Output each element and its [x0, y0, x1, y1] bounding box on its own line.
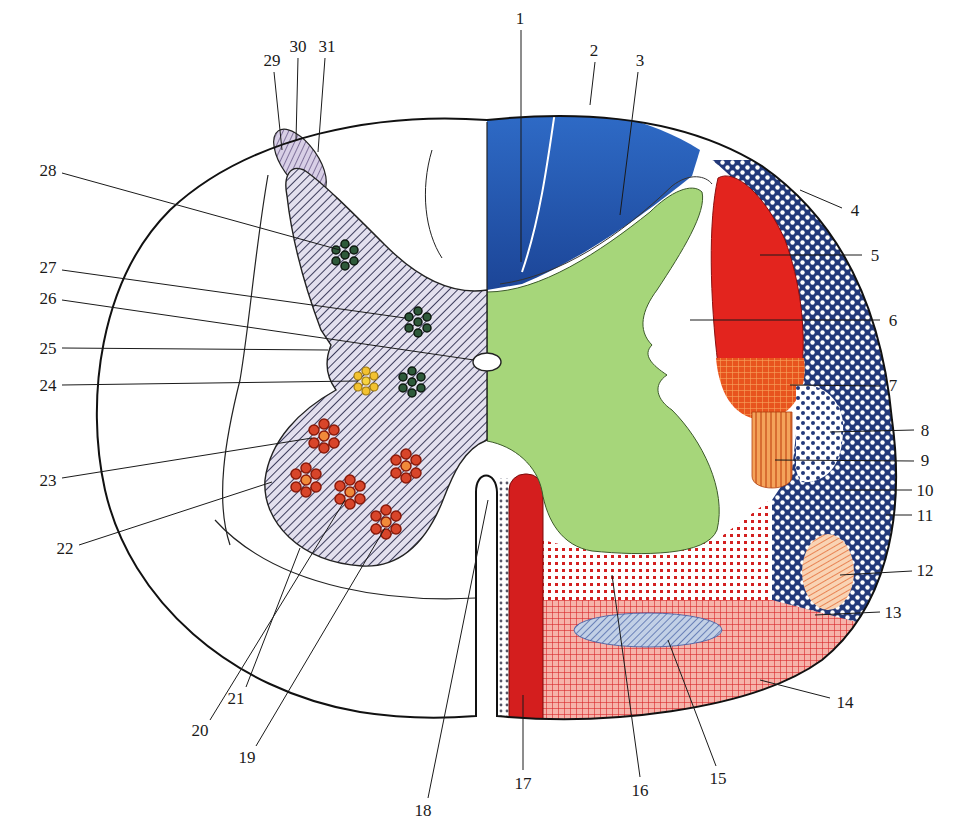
callout-number: 9: [919, 451, 932, 470]
column-divider: [522, 104, 556, 272]
callout-number: 23: [38, 471, 59, 490]
nucleus-cluster: [391, 449, 421, 483]
nucleus-cluster: [291, 463, 321, 497]
leader-line: [760, 680, 830, 698]
leader-line: [296, 58, 298, 140]
callout-number: 30: [288, 37, 309, 56]
leader-line: [246, 548, 300, 687]
leader-line: [79, 482, 272, 545]
callout-number: 6: [887, 311, 900, 330]
leader-line: [815, 612, 880, 615]
callout-number: 19: [237, 748, 258, 767]
leader-line: [62, 348, 328, 350]
callout-number: 16: [630, 781, 651, 800]
callout-number: 18: [413, 801, 434, 820]
nucleus-cluster: [309, 419, 339, 453]
callout-number: 27: [38, 258, 59, 277]
callout-number: 22: [55, 539, 76, 558]
intermediate-septum: [425, 150, 442, 258]
leader-line: [800, 190, 842, 208]
spinal-cord-border: [97, 116, 896, 719]
nucleus-cluster: [332, 240, 358, 270]
leader-line: [790, 385, 880, 386]
dotted-strip: [497, 478, 509, 728]
leader-line: [210, 500, 345, 720]
callout-number: 12: [915, 561, 936, 580]
callout-number: 11: [915, 506, 935, 525]
callout-number: 25: [38, 339, 59, 358]
callout-number: 26: [38, 289, 59, 308]
white-dotted-tract: [796, 385, 843, 482]
callout-number: 15: [708, 769, 729, 788]
leader-line: [318, 58, 325, 152]
leader-line: [523, 695, 524, 770]
leader-line: [274, 72, 282, 150]
hatched-oval-tract: [802, 534, 854, 610]
leader-line: [845, 490, 912, 491]
callout-number: 21: [226, 689, 247, 708]
leader-line: [612, 575, 640, 777]
leader-line: [668, 640, 716, 766]
grey-matter-right: [487, 188, 719, 554]
striped-tract: [752, 412, 792, 488]
posterior-septum: [486, 122, 487, 292]
callout-number: 4: [849, 201, 862, 220]
leader-line: [886, 515, 912, 516]
leader-line: [840, 571, 912, 575]
nucleus-cluster: [371, 505, 401, 539]
callout-number: 31: [317, 37, 338, 56]
leader-line: [62, 270, 405, 318]
leader-line: [62, 300, 474, 360]
tract-map: [487, 104, 915, 740]
corticospinal-tract: [711, 176, 803, 365]
callout-number: 17: [513, 774, 534, 793]
callout-number: 1: [514, 9, 527, 28]
leader-line: [830, 430, 914, 432]
blue-hatched-tract: [574, 613, 722, 647]
leader-line: [521, 30, 522, 262]
callout-number: 3: [634, 51, 647, 70]
leader-line: [590, 62, 595, 105]
central-canal: [473, 353, 501, 371]
leader-line: [62, 438, 312, 478]
grey-matter-left: [265, 168, 487, 566]
callout-number: 5: [869, 246, 882, 265]
leader-line: [760, 255, 862, 256]
funiculus-outline: [223, 175, 268, 545]
callout-number: 29: [262, 51, 283, 70]
leader-line: [620, 72, 638, 215]
leader-line: [428, 500, 488, 798]
callout-number: 20: [190, 721, 211, 740]
callout-number: 8: [919, 421, 932, 440]
callout-number: 2: [588, 41, 601, 60]
callout-number: 7: [887, 376, 900, 395]
leader-line: [690, 320, 880, 321]
callout-number: 24: [38, 376, 59, 395]
leader-lines: [62, 30, 914, 798]
leader-line: [62, 173, 340, 250]
callout-number: 13: [883, 603, 904, 622]
cross-hatched-tract: [716, 358, 805, 420]
nucleus-cluster: [399, 367, 425, 397]
leader-line: [775, 460, 914, 461]
leader-line: [62, 381, 358, 385]
horn-outline: [500, 177, 712, 284]
nucleus-cluster: [405, 307, 431, 337]
callout-number: 28: [38, 161, 59, 180]
nucleus-cluster: [335, 475, 365, 509]
leader-line: [256, 528, 385, 746]
callout-number: 14: [835, 693, 856, 712]
anterior-corticospinal-tract: [509, 474, 543, 734]
callout-number: 10: [915, 481, 936, 500]
